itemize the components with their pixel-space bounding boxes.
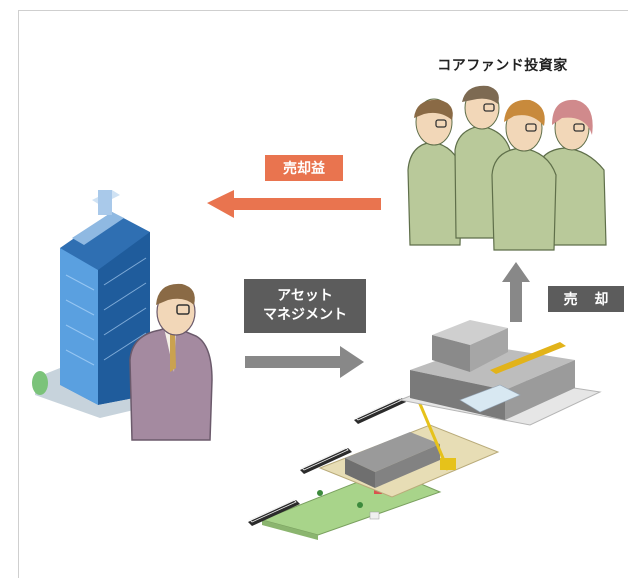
sale-arrow: [502, 262, 530, 322]
asset-management-label: アセット マネジメント: [244, 279, 366, 333]
asset-manager-figure: [129, 283, 213, 441]
property-development-illustration: [248, 320, 602, 540]
asset-management-line2: マネジメント: [263, 307, 347, 323]
diagram-frame: [18, 10, 628, 578]
investors-title: コアファンド投資家: [437, 58, 568, 74]
asset-management-line1: アセット: [277, 288, 333, 304]
profit-label: 売却益: [265, 155, 343, 181]
asset-management-arrow: [245, 346, 364, 378]
profit-arrow: [207, 190, 381, 218]
sale-label: 売 却: [548, 286, 624, 312]
investors-group-illustration: [407, 85, 607, 251]
